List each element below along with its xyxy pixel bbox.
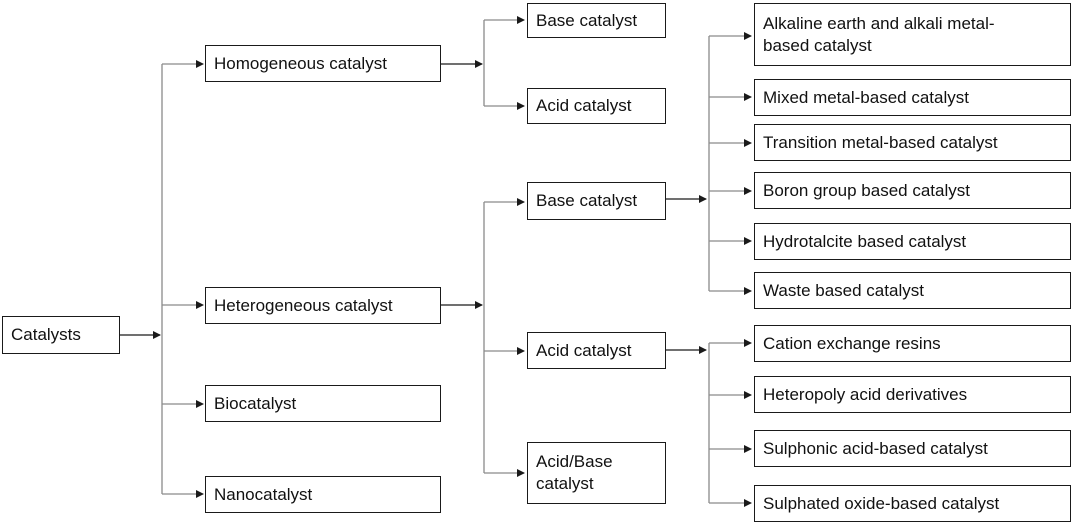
node-boron-group-catalyst: Boron group based catalyst [754,172,1071,209]
node-biocatalyst-label: Biocatalyst [214,393,297,413]
node-waste-based-catalyst: Waste based catalyst [754,272,1071,309]
node-hydrotalcite-label: Hydrotalcite based catalyst [763,231,967,251]
node-heterogeneous-catalyst: Heterogeneous catalyst [205,287,441,324]
node-waste-based-label: Waste based catalyst [763,280,924,300]
node-homo-base-label: Base catalyst [536,10,638,30]
node-biocatalyst: Biocatalyst [205,385,441,422]
node-hetero-acid-catalyst: Acid catalyst [527,332,666,369]
node-hetero-acid-label: Acid catalyst [536,340,632,360]
node-nanocatalyst-label: Nanocatalyst [214,484,313,504]
node-homo-acid-label: Acid catalyst [536,96,632,115]
node-heteropoly-label: Heteropoly acid derivatives [763,384,968,404]
node-homogeneous-catalyst: Homogeneous catalyst [205,45,441,82]
node-mixed-metal-catalyst: Mixed metal-based catalyst [754,79,1071,116]
node-homo-base-catalyst: Base catalyst [527,3,666,38]
node-heterogeneous-label: Heterogeneous catalyst [214,295,393,315]
node-homo-acid-catalyst: Acid catalyst [527,88,666,124]
node-boron-group-label: Boron group based catalyst [763,180,970,200]
node-cation-exchange-label: Cation exchange resins [763,333,941,353]
node-hetero-base-catalyst: Base catalyst [527,182,666,220]
node-nanocatalyst: Nanocatalyst [205,476,441,513]
node-cation-exchange-resins: Cation exchange resins [754,325,1071,362]
node-sulphated-oxide-catalyst: Sulphated oxide-based catalyst [754,485,1071,522]
node-catalysts-label: Catalysts [11,325,81,344]
node-transition-metal-catalyst: Transition metal-based catalyst [754,124,1071,161]
node-heteropoly-acid-derivatives: Heteropoly acid derivatives [754,376,1071,413]
node-hetero-acid-base-label: Acid/Base catalyst [536,452,613,493]
node-hetero-acid-base-catalyst: Acid/Base catalyst [527,442,666,504]
node-homogeneous-label: Homogeneous catalyst [214,53,387,73]
node-sulphonic-label: Sulphonic acid-based catalyst [763,438,988,458]
node-transition-metal-label: Transition metal-based catalyst [763,132,998,152]
node-hydrotalcite-catalyst: Hydrotalcite based catalyst [754,223,1071,260]
node-mixed-metal-label: Mixed metal-based catalyst [763,87,969,107]
node-sulphated-label: Sulphated oxide-based catalyst [763,493,1000,513]
node-catalysts: Catalysts [2,316,120,354]
node-sulphonic-acid-catalyst: Sulphonic acid-based catalyst [754,430,1071,467]
node-alkaline-earth-catalyst: Alkaline earth and alkali metal- based c… [754,3,1071,66]
node-alkaline-earth-label: Alkaline earth and alkali metal- based c… [763,13,995,55]
node-hetero-base-label: Base catalyst [536,191,638,210]
